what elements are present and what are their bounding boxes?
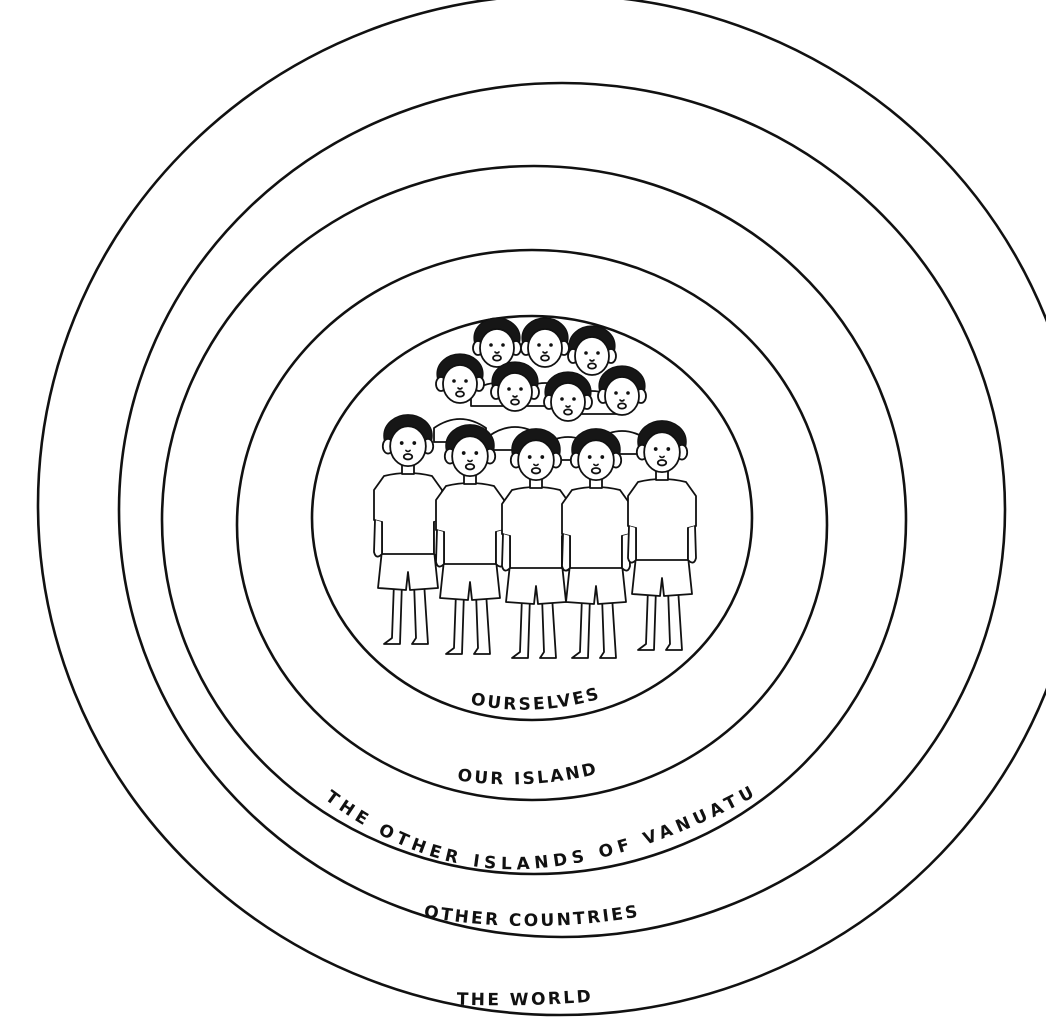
child-figure [436,425,504,654]
child-figure [628,421,696,650]
child-figure [374,415,442,644]
child-figure [562,429,630,658]
label-our-island: OUR ISLAND [456,759,600,790]
child-figure [502,429,570,658]
label-other-islands: THE OTHER ISLANDS OF VANUATU [321,780,761,874]
children-group-illustration [374,318,696,658]
label-ourselves: OURSELVES [469,684,603,715]
label-the-world: THE WORLD [456,987,594,1011]
label-other-countries: OTHER COUNTRIES [423,902,642,931]
